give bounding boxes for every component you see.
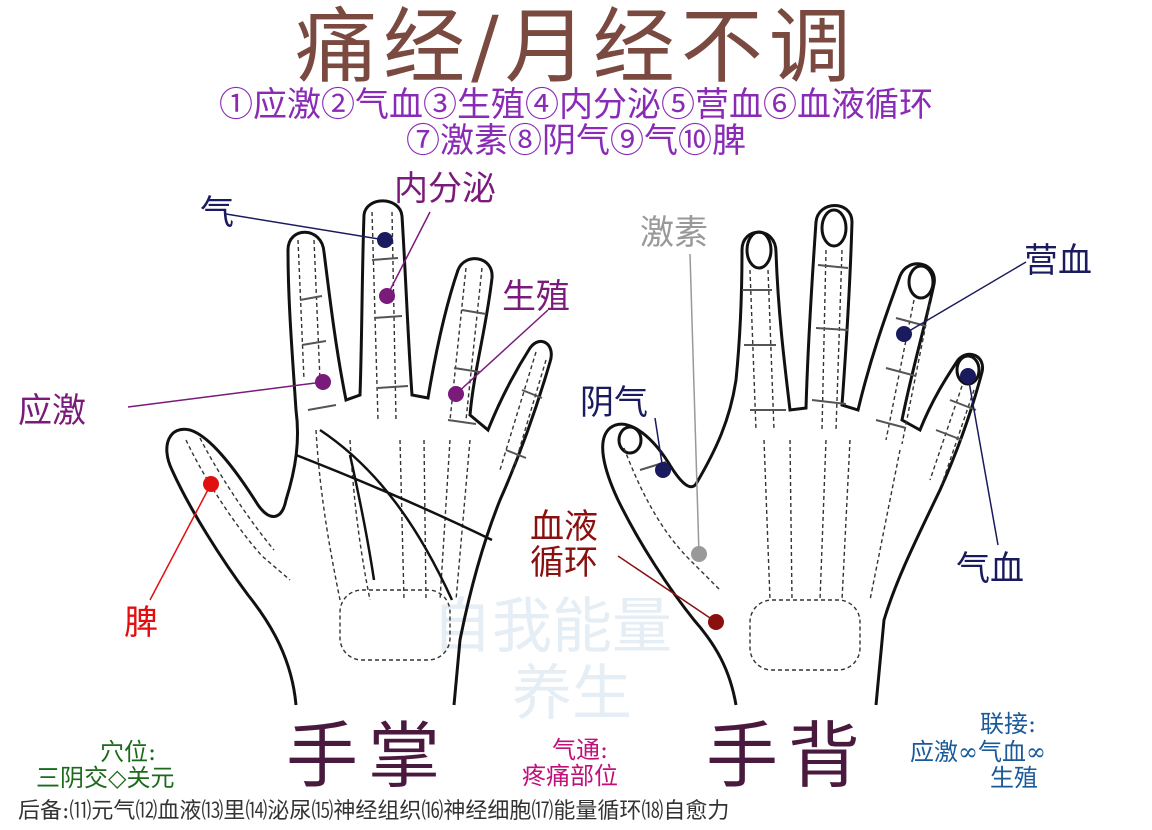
link-title: 联接: xyxy=(980,710,1037,738)
backup-line: 后备:⑾元气⑿血液⒀里⒁泌尿⒂神经组织⒃神经细胞⒄能量循环⒅自愈力 xyxy=(18,799,730,824)
label-shengzhi: 生殖 xyxy=(502,277,570,317)
label-yingji: 应激 xyxy=(18,391,86,431)
palm-hand-outline xyxy=(165,199,553,706)
legend-line-1: ①应激②气血③生殖④内分泌⑤营血⑥血液循环 xyxy=(219,85,933,125)
point-jisu xyxy=(691,546,707,562)
label-yinqi: 阴气 xyxy=(580,383,648,423)
point-xueye-xunhuan xyxy=(708,614,724,630)
palm-joint-marks xyxy=(299,257,543,459)
point-shengzhi xyxy=(448,386,464,402)
acupoints-value: 三阴交◇关元 xyxy=(36,764,175,792)
label-qixue: 气血 xyxy=(956,549,1024,589)
palm-annotations xyxy=(127,211,549,601)
link-value-2: 生殖 xyxy=(990,764,1038,792)
label-yingxue: 营血 xyxy=(1024,241,1092,281)
qitong-value: 疼痛部位 xyxy=(522,762,618,790)
acupoints-title: 穴位: xyxy=(100,738,157,766)
watermark-line-1: 自我能量 xyxy=(432,592,672,662)
label-xueye: 血液 xyxy=(530,507,598,547)
qitong-title: 气通: xyxy=(552,736,609,764)
point-neifenmi xyxy=(379,288,395,304)
point-yingji xyxy=(315,374,331,390)
point-qixue xyxy=(960,368,976,384)
label-pi: 脾 xyxy=(124,603,158,643)
palm-caption: 手掌 xyxy=(286,714,451,798)
page-title: 痛经/月经不调 xyxy=(295,0,857,95)
label-xunhuan: 循环 xyxy=(530,543,598,583)
back-hand-outline xyxy=(601,204,985,706)
back-bones xyxy=(623,249,975,671)
back-joint-marks xyxy=(639,264,977,471)
point-pi xyxy=(203,476,219,492)
label-qi: 气 xyxy=(200,193,234,233)
point-yingxue xyxy=(896,326,912,342)
watermark-line-2: 养生 xyxy=(512,659,632,729)
point-yinqi xyxy=(655,462,671,478)
palm-creases xyxy=(295,428,493,601)
label-neifenmi: 内分泌 xyxy=(394,169,496,209)
point-qi xyxy=(377,232,393,248)
label-jisu: 激素 xyxy=(640,213,708,253)
legend-line-2: ⑦激素⑧阴气⑨气⑩脾 xyxy=(406,121,746,161)
back-caption: 手背 xyxy=(706,714,871,798)
back-annotations xyxy=(617,253,1027,623)
link-value-1: 应激∞气血∞ xyxy=(910,738,1046,766)
